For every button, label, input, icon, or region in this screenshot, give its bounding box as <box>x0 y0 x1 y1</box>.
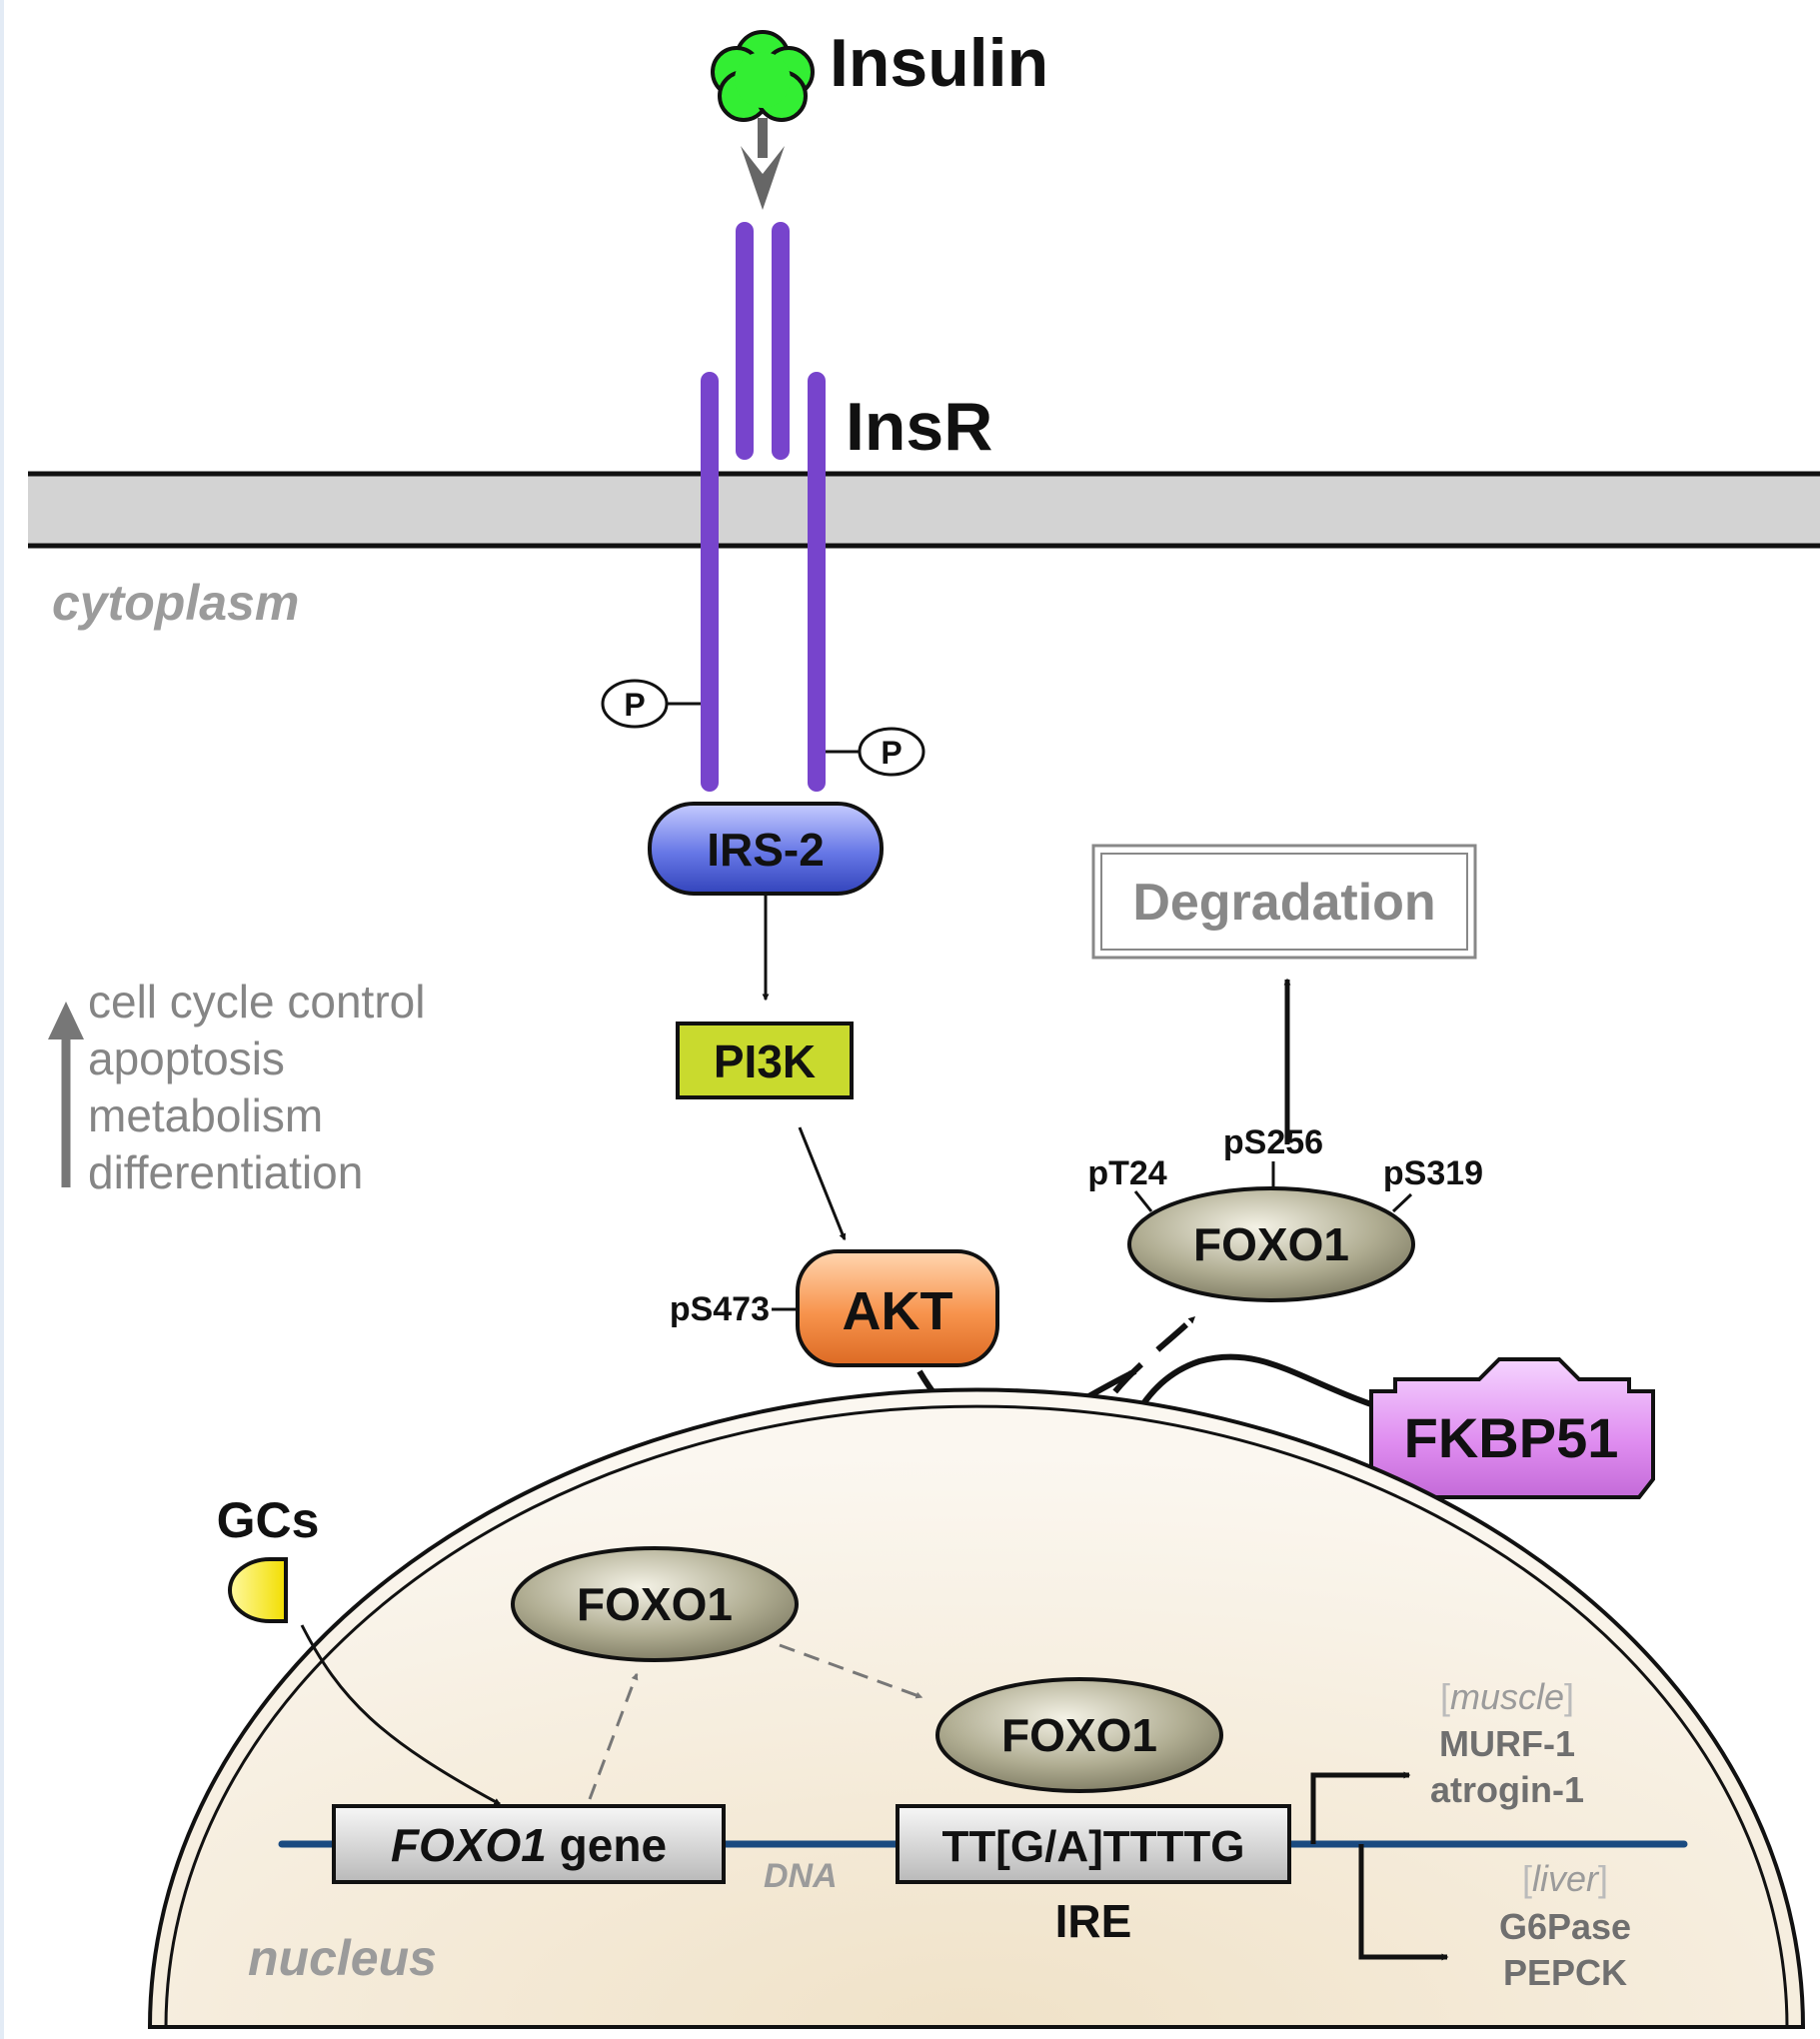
muscle-close-bracket: ] <box>1564 1676 1574 1717</box>
phospho-left-label: P <box>624 687 645 723</box>
phospho-right-label: P <box>881 735 902 771</box>
foxo1-cytoplasmic-node <box>1127 1186 1415 1302</box>
arrow-gcs-to-foxo1-gene <box>300 1624 502 1806</box>
phospho-left-badge <box>601 679 701 729</box>
foxo1-nuclear-label-1: FOXO1 <box>577 1578 733 1630</box>
target-pepck: PEPCK <box>1503 1952 1627 1993</box>
foxo1-gene-suffix: gene <box>547 1819 667 1871</box>
fkbp51-node <box>1369 1357 1655 1499</box>
foxo1-cytoplasmic-label: FOXO1 <box>1193 1218 1349 1270</box>
akt-label: AKT <box>843 1281 953 1341</box>
insulin-receptor <box>701 222 826 792</box>
foxo1-gene-label: FOXO1 gene <box>391 1819 667 1871</box>
pi3k-label: PI3K <box>714 1035 816 1087</box>
effect-apoptosis: apoptosis <box>88 1032 285 1084</box>
upregulation-arrow-icon <box>48 1002 84 1187</box>
foxo1-site-ticks <box>1133 1161 1413 1213</box>
foxo1-gene-box <box>332 1804 726 1884</box>
effect-differentiation: differentiation <box>88 1146 363 1198</box>
akt-site-ps473: pS473 <box>670 1290 770 1328</box>
effect-cell-cycle-control: cell cycle control <box>88 976 425 1027</box>
muscle-tissue-label: [muscle] <box>1440 1676 1574 1717</box>
nucleus-label: nucleus <box>248 1930 437 1986</box>
liver-tissue-name: liver <box>1532 1858 1600 1899</box>
arrow-pi3k-to-akt <box>798 1126 847 1241</box>
ire-sequence: TT[G/A]TTTTG <box>941 1822 1244 1871</box>
arrow-transcription-liver <box>1358 1844 1449 1961</box>
insulin-ligand-icon <box>711 30 815 122</box>
foxo1-nuclear-node-2 <box>935 1677 1223 1793</box>
foxo1-site-ps319: pS319 <box>1383 1154 1483 1192</box>
gcs-hormone-icon <box>228 1557 288 1623</box>
arrow-gene-to-foxo1 <box>588 1672 639 1800</box>
degradation-label: Degradation <box>1132 874 1435 932</box>
liver-open-bracket: [ <box>1522 1858 1532 1899</box>
insulin-label: Insulin <box>830 25 1048 101</box>
insr-label: InsR <box>846 389 992 465</box>
foxo1-site-pt24: pT24 <box>1087 1154 1166 1192</box>
insulin-binding-arrow <box>741 118 785 210</box>
muscle-open-bracket: [ <box>1440 1676 1450 1717</box>
target-g6pase: G6Pase <box>1499 1906 1631 1947</box>
fkbp51-label: FKBP51 <box>1404 1406 1619 1469</box>
muscle-tissue-name: muscle <box>1450 1676 1564 1717</box>
foxo1-nuclear-label-2: FOXO1 <box>1001 1709 1157 1761</box>
foxo1-site-ps256: pS256 <box>1223 1123 1323 1161</box>
dna-label: DNA <box>764 1857 838 1895</box>
target-atrogin1: atrogin-1 <box>1430 1769 1584 1810</box>
target-murf1: MURF-1 <box>1439 1723 1575 1764</box>
cell-membrane <box>28 471 1820 549</box>
liver-tissue-label: [liver] <box>1522 1858 1608 1899</box>
foxo1-nuclear-node-1 <box>511 1546 799 1662</box>
effect-metabolism: metabolism <box>88 1089 323 1141</box>
gcs-label: GCs <box>217 1492 320 1548</box>
liver-close-bracket: ] <box>1598 1858 1608 1899</box>
arrow-transcription-muscle <box>1310 1771 1411 1844</box>
pi3k-node <box>676 1021 854 1099</box>
ire-box <box>896 1804 1291 1884</box>
irs2-label: IRS-2 <box>707 824 825 876</box>
ire-label: IRE <box>1055 1895 1132 1947</box>
phospho-right-badge <box>826 727 925 777</box>
arrow-fkbp51-to-foxo1 <box>1130 1353 1372 1421</box>
degradation-box <box>1091 844 1477 960</box>
foxo1-gene-italic: FOXO1 <box>391 1819 547 1871</box>
cytoplasm-label: cytoplasm <box>52 575 299 631</box>
irs2-node <box>648 802 884 896</box>
